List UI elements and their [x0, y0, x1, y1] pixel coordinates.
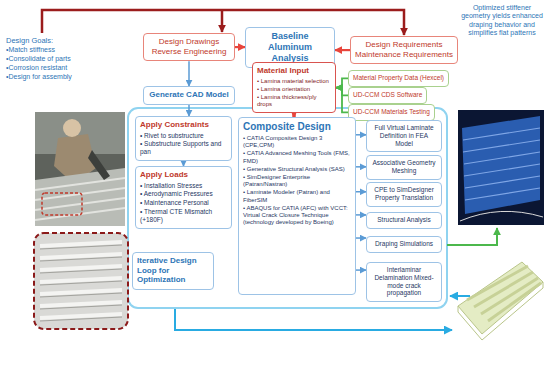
box-text: Material Property Data (Hexcel) [353, 74, 444, 82]
list-item: • Lamina thickness/ply drops [257, 94, 331, 108]
list-item: • Generative Structural Analysis (SAS) [243, 166, 351, 173]
draping-mesh-image [458, 110, 544, 225]
list-item: • Laminate Modeler (Patran) and FiberSIM [243, 189, 351, 203]
connector-arrow [356, 191, 366, 193]
result-box: Interlaminar Delamination Mixed-mode cra… [366, 262, 442, 302]
box-text: Generate CAD Model [148, 90, 230, 100]
box-text: Design Drawings Reverse Engineering [148, 37, 230, 56]
illustration [34, 10, 544, 340]
stiffener-closeup [40, 245, 122, 321]
loop-arrows [447, 228, 497, 245]
connector-arrow [336, 88, 348, 113]
photo-worker [88, 150, 110, 180]
box-text: Material Input [257, 66, 331, 76]
box-text: Baseline Aluminum Analysis [250, 31, 330, 63]
loop-box: Iterative Design Loop for Optimization [132, 252, 214, 290]
list-item: • Substructure Supports and pan [140, 140, 227, 156]
tool-list-box: Composite Design • CATIA Composites Desig… [238, 117, 356, 295]
result-box: Structural Analysis [366, 212, 442, 229]
connector-arrow [188, 105, 190, 116]
result-box: Full Virtual Laminate Definition in FEA … [366, 120, 442, 152]
photo-worker [35, 178, 125, 220]
photo-worker [63, 119, 81, 137]
connector-arrow [235, 46, 245, 48]
stiffener-cad-model [458, 282, 543, 340]
draping-mesh-image [462, 116, 540, 214]
stiffener-cad-model [458, 262, 543, 340]
box-text: Composite Design [243, 121, 351, 133]
result-box: Associative Geometry Meshing [366, 155, 442, 180]
list-item: • CATIA Advanced Meshing Tools (FMS, FMD… [243, 150, 351, 164]
process-box: Generate CAD Model [143, 86, 235, 105]
result-box: Draping Simulations [366, 236, 442, 253]
connector-arrow [356, 214, 366, 216]
loop-arrows [450, 295, 470, 297]
connector-arrow [336, 78, 348, 87]
photo-worker [35, 112, 125, 226]
connector-arrow [335, 49, 350, 51]
draping-mesh-image [460, 211, 543, 221]
photo-worker [42, 193, 82, 215]
list-item: • Installation Stresses [140, 182, 227, 190]
loop-arrows [175, 309, 452, 330]
photo-worker [35, 168, 125, 226]
photo-worker [35, 112, 125, 226]
constraint-box: Apply Constraints • Rivet to substructure… [135, 116, 232, 161]
list-item: • Lamina material selection [257, 78, 331, 85]
box-text: Draping Simulations [371, 240, 437, 248]
box-text: Apply Loads [140, 170, 227, 180]
list-item: • CATIA Composites Design 3 (CPE,CPM) [243, 135, 351, 149]
image-caption: Optimized stiffener geometry yields enha… [460, 4, 544, 38]
goal-item: •Consolidate of parts [6, 55, 86, 63]
goal-flow-line [42, 10, 404, 35]
list-item: • Lamina orientation [257, 86, 331, 93]
list-item: • Maintenance Personal [140, 199, 227, 207]
connector-arrow [356, 269, 366, 271]
connector-arrow [356, 237, 366, 239]
goal-item: •Corrosion resistant [6, 64, 86, 72]
process-box: Design Drawings Reverse Engineering [143, 33, 235, 61]
box-text: Apply Constraints [140, 120, 227, 130]
stiffener-closeup [34, 233, 128, 329]
load-box: Apply Loads • Installation Stresses• Aero… [135, 166, 232, 229]
list-item: • SimDesigner Enterprise (Patran/Nastran… [243, 174, 351, 188]
result-box: CPE to SimDesigner Property Translation [366, 182, 442, 207]
box-text: Structural Analysis [371, 216, 437, 224]
box-text: Design Requirements Maintenance Requirem… [355, 40, 453, 59]
connector-arrow [356, 134, 366, 136]
stiffener-cad-model [467, 266, 541, 321]
connector-arrow [188, 61, 190, 86]
goal-flow-line [221, 10, 224, 32]
source-box: UD-CCM Materials Testing [348, 104, 435, 121]
box-text: Interlaminar Delamination Mixed-mode cra… [371, 266, 437, 297]
box-text: UD-CCM Materials Testing [353, 108, 430, 116]
goal-item: •Match stiffness [6, 46, 86, 54]
list-item: • ABAQUS for CATIA (AFC) with VCCT: Virt… [243, 205, 351, 227]
source-box: UD-CCM CDS Software [348, 87, 427, 104]
draping-mesh-image [458, 110, 544, 225]
connector-arrow [356, 166, 366, 168]
stiffener-cad-model [458, 262, 543, 334]
box-text: Full Virtual Laminate Definition in FEA … [371, 124, 437, 147]
source-box: Material Property Data (Hexcel) [348, 70, 449, 87]
box-text: CPE to SimDesigner Property Translation [371, 186, 437, 202]
box-text: Iterative Design Loop for Optimization [137, 256, 209, 285]
box-text: UD-CCM CDS Software [353, 91, 422, 99]
stiffener-closeup [34, 233, 128, 329]
box-text: Associative Geometry Meshing [371, 159, 437, 175]
draping-mesh-image [463, 128, 540, 200]
process-region [128, 108, 447, 308]
list-item: • Rivet to substructure [140, 132, 227, 140]
goal-flow-line [42, 10, 404, 35]
list-item: • Thermal CTE Mismatch (+180F) [140, 208, 227, 224]
requirements-box: Design Requirements Maintenance Requirem… [350, 36, 458, 64]
input-box: Material Input • Lamina material selectio… [252, 62, 336, 113]
goal-heading: Design Goals: [6, 36, 86, 45]
list-item: • Aerodynamic Pressures [140, 190, 227, 198]
stiffener-closeup [34, 233, 128, 329]
goal-item: •Design for assembly [6, 73, 86, 81]
